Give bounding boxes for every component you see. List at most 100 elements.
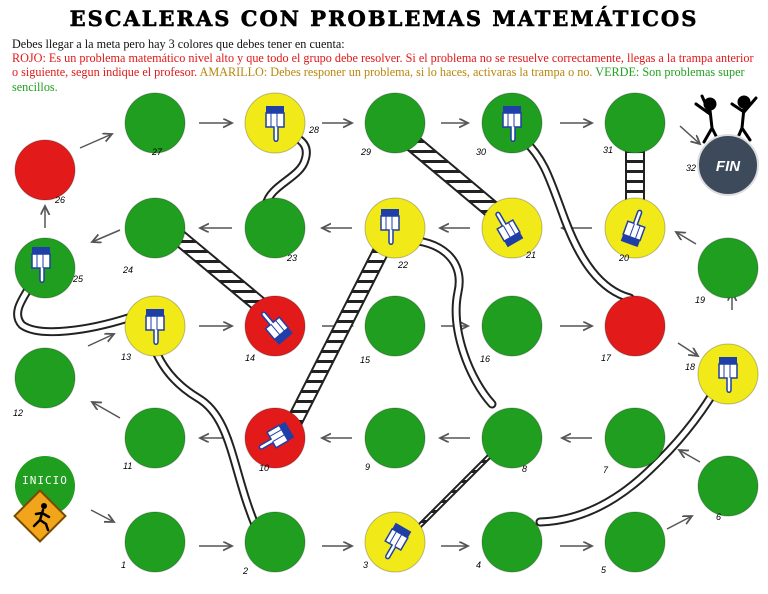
cell-circle bbox=[364, 407, 426, 469]
board-cell-18[interactable]: 18 bbox=[685, 343, 759, 405]
cell-number: 24 bbox=[122, 265, 133, 275]
cell-number: 8 bbox=[522, 464, 527, 474]
board-cell-3[interactable]: 3 bbox=[363, 511, 426, 573]
board-cell-32[interactable]: 32 bbox=[686, 163, 696, 173]
cell-circle bbox=[604, 407, 666, 469]
board-cell-24[interactable]: 24 bbox=[122, 197, 186, 275]
cell-number: 30 bbox=[476, 147, 486, 157]
cell-number: 1 bbox=[121, 560, 126, 570]
cell-number: 15 bbox=[360, 355, 371, 365]
board-cell-9[interactable]: 9 bbox=[364, 407, 426, 472]
cell-number: 11 bbox=[123, 461, 132, 471]
snake bbox=[519, 135, 635, 303]
cell-number: 2 bbox=[242, 566, 248, 576]
start-tile[interactable]: INICIO bbox=[13, 456, 75, 543]
snake bbox=[535, 373, 727, 527]
cell-number: 3 bbox=[363, 560, 368, 570]
cell-number: 31 bbox=[603, 145, 613, 155]
cell-number: 7 bbox=[603, 465, 609, 475]
cell-number: 13 bbox=[121, 352, 131, 362]
cell-circle bbox=[14, 347, 76, 409]
cell-circle bbox=[364, 295, 426, 357]
board-cell-19[interactable]: 19 bbox=[695, 237, 759, 305]
board-cell-29[interactable]: 29 bbox=[360, 92, 426, 157]
board-cell-27[interactable]: 27 bbox=[124, 92, 186, 157]
cell-circle bbox=[481, 295, 543, 357]
cell-circle bbox=[364, 92, 426, 154]
cell-number: 19 bbox=[695, 295, 705, 305]
board-cell-7[interactable]: 7 bbox=[603, 407, 666, 475]
cell-circle bbox=[604, 295, 666, 357]
board-cell-8[interactable]: 8 bbox=[481, 407, 543, 474]
board-cell-16[interactable]: 16 bbox=[480, 295, 543, 364]
board-cell-22[interactable]: 22 bbox=[364, 197, 426, 270]
finish-figures-icon bbox=[694, 94, 758, 144]
cell-circle bbox=[124, 511, 186, 573]
cell-circle bbox=[604, 511, 666, 573]
board-cell-11[interactable]: 11 bbox=[123, 407, 186, 471]
board-cell-4[interactable]: 4 bbox=[476, 511, 543, 573]
cell-circle bbox=[697, 455, 759, 517]
cell-circle bbox=[124, 92, 186, 154]
snake bbox=[13, 273, 133, 337]
cell-circle bbox=[244, 197, 306, 259]
board-cell-6[interactable]: 6 bbox=[697, 455, 759, 522]
instructions: Debes llegar a la meta pero hay 3 colore… bbox=[12, 37, 762, 94]
snake bbox=[145, 328, 261, 532]
board-cell-10[interactable]: 10 bbox=[244, 407, 306, 473]
board-cell-20[interactable]: 20 bbox=[604, 197, 666, 263]
finish-label: FIN bbox=[716, 158, 741, 175]
board-cell-31[interactable]: 31 bbox=[603, 92, 666, 155]
board-cell-5[interactable]: 5 bbox=[601, 511, 666, 575]
cell-number: 10 bbox=[259, 463, 269, 473]
board-cell-1[interactable]: 1 bbox=[121, 511, 186, 573]
cell-circle bbox=[244, 511, 306, 573]
board-cell-30[interactable]: 30 bbox=[476, 92, 543, 157]
cell-number: 18 bbox=[685, 362, 695, 372]
cell-number: 29 bbox=[360, 147, 371, 157]
board-cell-17[interactable]: 17 bbox=[601, 295, 666, 363]
cell-circle bbox=[481, 407, 543, 469]
finish-tile[interactable]: FIN bbox=[697, 134, 759, 196]
cell-number: 6 bbox=[716, 512, 721, 522]
board-cell-25[interactable]: 25 bbox=[14, 237, 84, 299]
cell-number: 25 bbox=[72, 274, 84, 284]
board-cell-21[interactable]: 21 bbox=[481, 197, 543, 260]
instructions-verde: VERDE: Son problemas super sencillos. bbox=[12, 65, 745, 94]
cell-circle bbox=[697, 237, 759, 299]
board-cell-12[interactable]: 12 bbox=[13, 347, 76, 418]
cell-number: 28 bbox=[308, 125, 319, 135]
board-cell-13[interactable]: 13 bbox=[121, 295, 186, 362]
path-arrows bbox=[45, 123, 732, 546]
cell-number: 5 bbox=[601, 565, 607, 575]
cell-number: 20 bbox=[618, 253, 629, 263]
cell-number: 16 bbox=[480, 354, 490, 364]
cell-circle bbox=[124, 197, 186, 259]
cell-number: 14 bbox=[245, 353, 255, 363]
board-cell-14[interactable]: 14 bbox=[244, 295, 306, 363]
board-cell-15[interactable]: 15 bbox=[360, 295, 426, 365]
cell-number: 21 bbox=[525, 250, 536, 260]
cell-circle bbox=[14, 139, 76, 201]
cell-number: 17 bbox=[601, 353, 612, 363]
instructions-amarillo: AMARILLO: Debes responer un problema, si… bbox=[199, 65, 593, 80]
cell-circle bbox=[124, 407, 186, 469]
cell-number: 23 bbox=[286, 253, 297, 263]
board-cell-28[interactable]: 28 bbox=[244, 92, 319, 154]
cell-number: 12 bbox=[13, 408, 23, 418]
instructions-rojo: ROJO: Es un problema matemático nivel al… bbox=[12, 51, 754, 80]
board-cell-2[interactable]: 2 bbox=[242, 511, 306, 576]
board-cell-26[interactable]: 26 bbox=[14, 139, 76, 205]
snake bbox=[400, 235, 497, 409]
instructions-intro: Debes llegar a la meta pero hay 3 colore… bbox=[12, 37, 345, 51]
start-label: INICIO bbox=[22, 474, 68, 487]
cell-number: 27 bbox=[151, 147, 163, 157]
page-title: ESCALERAS CON PROBLEMAS MATEMÁTICOS bbox=[69, 6, 699, 32]
cell-circle bbox=[481, 511, 543, 573]
running-man-sign-icon bbox=[13, 489, 67, 543]
board-cell-23[interactable]: 23 bbox=[244, 197, 306, 263]
cell-circle bbox=[604, 92, 666, 154]
cell-number: 9 bbox=[365, 462, 370, 472]
